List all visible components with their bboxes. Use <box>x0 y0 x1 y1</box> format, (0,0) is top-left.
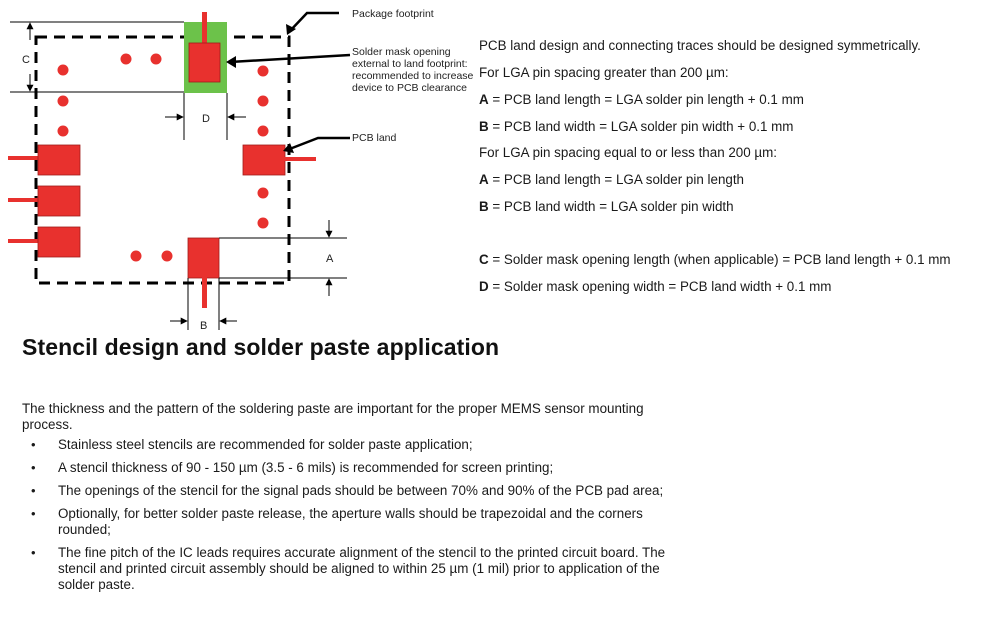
dimension-d <box>165 93 246 140</box>
list-item-text: Optionally, for better solder paste rele… <box>58 506 643 537</box>
land-pattern-diagram: C D A B <box>8 11 351 332</box>
list-item-text: The openings of the stencil for the sign… <box>58 483 664 498</box>
rule-key: C <box>479 252 489 267</box>
section-intro: The thickness and the pattern of the sol… <box>22 401 644 432</box>
rule-under-200-a: A = PCB land length = LGA solder pin len… <box>479 172 744 187</box>
rule-text: = PCB land length = LGA solder pin lengt… <box>488 172 745 187</box>
contact-dots <box>57 53 269 262</box>
pad-left-3 <box>37 226 81 258</box>
rule-text: = PCB land length = LGA solder pin lengt… <box>488 92 804 107</box>
contact-dot <box>57 64 69 76</box>
list-item: • The openings of the stencil for the sig… <box>22 483 682 499</box>
contact-dot <box>161 250 173 262</box>
contact-dot <box>57 125 69 137</box>
trace-top <box>202 12 207 46</box>
trace-left-3 <box>8 239 40 243</box>
contact-dot <box>130 250 142 262</box>
trace-left-1 <box>8 156 40 160</box>
rule-over-200-a: A = PCB land length = LGA solder pin len… <box>479 92 804 107</box>
rule-text: = Solder mask opening length (when appli… <box>488 252 951 267</box>
bullet-icon: • <box>31 545 36 560</box>
rule-text: = PCB land width = LGA solder pin width <box>488 199 734 214</box>
rule-key: B <box>479 199 489 214</box>
bullet-icon: • <box>31 460 36 475</box>
callout-solder-mask-opening: Solder mask opening external to land foo… <box>352 46 474 94</box>
pad-bottom <box>187 237 220 279</box>
callout-leaders <box>229 11 351 152</box>
callout-pcb-land: PCB land <box>352 132 397 144</box>
pad-left-2 <box>37 185 81 217</box>
list-item: • Stainless steel stencils are recommende… <box>22 437 682 453</box>
contact-dot <box>120 53 132 65</box>
dimension-b <box>170 278 237 330</box>
trace-left-2 <box>8 198 40 202</box>
bullet-icon: • <box>31 483 36 498</box>
rule-key: A <box>479 172 489 187</box>
pad-top <box>188 42 221 83</box>
rule-over-200-heading: For LGA pin spacing greater than 200 µm: <box>479 65 729 80</box>
list-item-text: The fine pitch of the IC leads requires … <box>58 545 666 592</box>
contact-dot <box>257 95 269 107</box>
rule-over-200-b: B = PCB land width = LGA solder pin widt… <box>479 119 793 134</box>
bullet-list: • Stainless steel stencils are recommende… <box>22 437 682 600</box>
rule-key: D <box>479 279 489 294</box>
dimension-c <box>10 21 184 93</box>
rule-text: = Solder mask opening width = PCB land w… <box>488 279 832 294</box>
pad-right <box>242 144 286 176</box>
rule-key: B <box>479 119 489 134</box>
rule-mask-d: D = Solder mask opening width = PCB land… <box>479 279 831 294</box>
contact-dot <box>257 187 269 199</box>
contact-dot <box>57 95 69 107</box>
callout-package-footprint: Package footprint <box>352 8 434 20</box>
dimension-a <box>219 220 347 296</box>
list-item: • A stencil thickness of 90 - 150 µm (3.5… <box>22 460 682 476</box>
dimension-b-label: B <box>200 320 207 332</box>
bullet-icon: • <box>31 437 36 452</box>
list-item-text: A stencil thickness of 90 - 150 µm (3.5 … <box>58 460 554 475</box>
trace-bottom <box>202 276 207 308</box>
contact-dot <box>150 53 162 65</box>
dimension-d-label: D <box>202 113 210 125</box>
rule-under-200-heading: For LGA pin spacing equal to or less tha… <box>479 145 778 160</box>
list-item: • Optionally, for better solder paste rel… <box>22 506 682 538</box>
dimension-a-label: A <box>326 253 334 265</box>
list-item-text: Stainless steel stencils are recommended… <box>58 437 473 452</box>
rule-under-200-b: B = PCB land width = LGA solder pin widt… <box>479 199 734 214</box>
contact-dot <box>257 125 269 137</box>
contact-dot <box>257 217 269 229</box>
trace-right <box>284 157 316 161</box>
rule-mask-c: C = Solder mask opening length (when app… <box>479 252 951 267</box>
section-title: Stencil design and solder paste applicat… <box>22 334 500 360</box>
rule-text: = PCB land width = LGA solder pin width … <box>488 119 794 134</box>
rule-key: A <box>479 92 489 107</box>
rule-symmetry: PCB land design and connecting traces sh… <box>479 38 921 53</box>
list-item: • The fine pitch of the IC leads requires… <box>22 545 682 593</box>
pad-left-1 <box>37 144 81 176</box>
dimension-c-label: C <box>22 54 30 66</box>
contact-dot <box>257 65 269 77</box>
bullet-icon: • <box>31 506 36 521</box>
